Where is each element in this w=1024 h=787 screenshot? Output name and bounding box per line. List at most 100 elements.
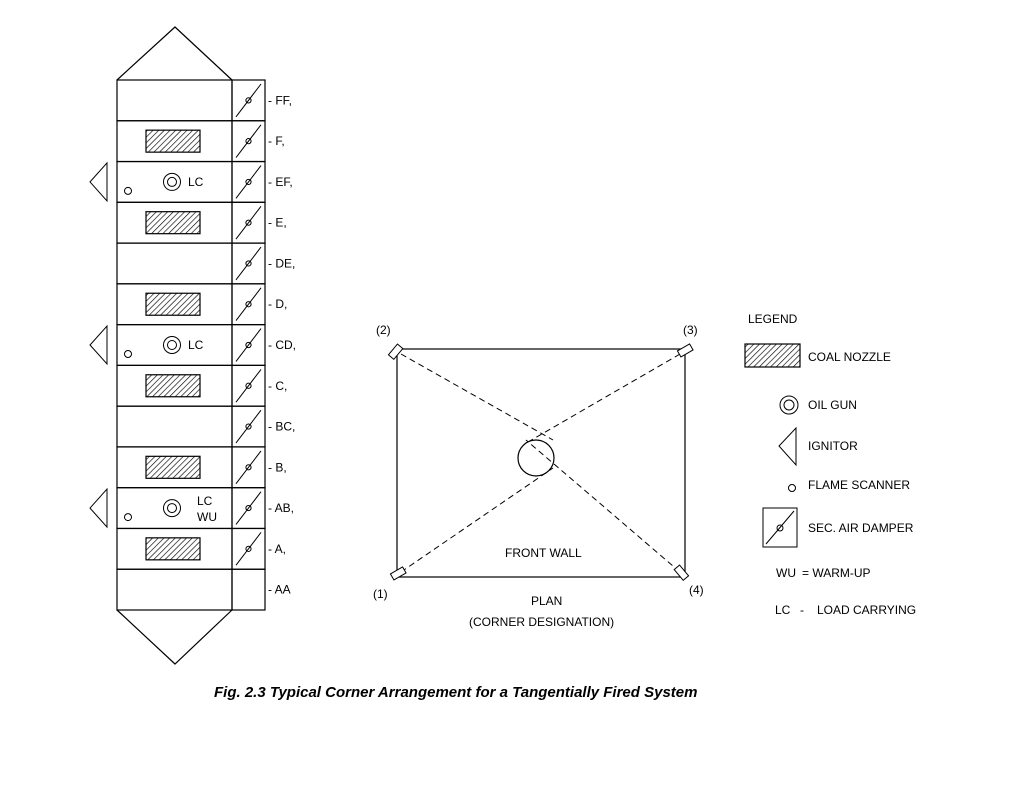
ignitor-legend-label: IGNITOR: [808, 439, 858, 453]
elevation-code-f: - F,: [268, 134, 285, 148]
ignitor-cd: [89, 324, 108, 366]
oil-gun-inner-ab: [167, 503, 177, 514]
burner-row-aa: [116, 568, 233, 611]
damper-pivot-c: [245, 382, 252, 389]
plan-sublabel: (CORNER DESIGNATION): [469, 615, 614, 629]
firing-line-4: [525, 439, 681, 573]
oil-label-ab-0: LC: [197, 494, 213, 508]
damper-blade-e: [235, 206, 262, 240]
oil-gun-outer-ab: [163, 499, 181, 518]
burner-row-de: [116, 242, 233, 285]
corner-label-2: (2): [376, 323, 391, 337]
oil-gun-inner-ef: [167, 176, 177, 187]
lc-dash: -: [800, 603, 804, 617]
oil-label-cd: LC: [188, 338, 204, 352]
damper-cell-aa: [231, 568, 266, 611]
damper-blade-ef: [235, 165, 262, 199]
damper-pivot-f: [245, 138, 252, 145]
elevation-code-c: - C,: [268, 379, 287, 393]
coal-nozzle-b: [145, 455, 201, 479]
flame-scanner-icon: [788, 484, 796, 492]
elevation-code-de: - DE,: [268, 256, 295, 270]
lc-text: LOAD CARRYING: [817, 603, 916, 617]
top-hopper: [116, 26, 233, 81]
lc-code: LC: [775, 603, 791, 617]
flame-scanner-legend-label: FLAME SCANNER: [808, 478, 910, 492]
coal-nozzle-legend-icon: [744, 343, 801, 368]
plan-label: PLAN: [531, 594, 562, 608]
damper-blade-ff: [235, 83, 262, 118]
figure-caption: Fig. 2.3 Typical Corner Arrangement for …: [214, 684, 697, 701]
corner-burner-2: [387, 343, 404, 360]
elevation-code-cd: - CD,: [268, 338, 296, 352]
oil-label-ef: LC: [188, 175, 204, 189]
damper-pivot-d: [245, 301, 252, 308]
damper-blade-c: [235, 369, 262, 403]
oil-gun-outer-ef: [163, 172, 181, 191]
firing-line-2: [400, 353, 554, 441]
elevation-code-ef: - EF,: [268, 175, 293, 189]
ignitor-ef: [89, 161, 108, 203]
ignitor-ab: [89, 487, 108, 529]
corner-burner-4: [673, 564, 690, 581]
corner-burner-3: [676, 343, 694, 358]
sec-air-damper-legend-label: SEC. AIR DAMPER: [808, 521, 914, 535]
damper-pivot-cd: [245, 341, 252, 349]
damper-pivot-ff: [245, 97, 252, 104]
corner-label-1: (1): [373, 587, 388, 601]
coal-nozzle-d: [145, 292, 201, 316]
firing-line-1: [400, 467, 554, 573]
damper-pivot-b: [245, 464, 252, 471]
oil-gun-outer-cd: [163, 336, 181, 354]
damper-blade-f: [235, 124, 262, 158]
damper-blade-b: [235, 450, 262, 484]
damper-blade-cd: [235, 328, 262, 362]
coal-nozzle-e: [145, 211, 201, 235]
damper-pivot-e: [245, 219, 252, 226]
flame-scanner-ef: [124, 186, 132, 195]
oil-gun-inner-cd: [167, 340, 177, 350]
wu-code: WU: [776, 566, 796, 580]
damper-pivot-bc: [245, 423, 252, 430]
elevation-rows: - FF, - F, - EF, LC - E, - DE, - D, - CD, LC - C,…: [89, 79, 296, 611]
burner-row-ef: [116, 160, 233, 203]
flame-scanner-ab: [124, 513, 132, 522]
legend-title: LEGEND: [748, 312, 798, 326]
bottom-hopper: [116, 609, 233, 665]
ignitor-icon: [778, 426, 797, 467]
damper-pivot-a: [245, 545, 252, 552]
elevation-code-a: - A,: [268, 542, 286, 556]
legend: LEGEND COAL NOZZLE OIL GUN IGNITOR FLAME…: [744, 312, 916, 617]
corner-burner-1: [389, 566, 407, 581]
damper-pivot-de: [245, 260, 252, 267]
burner-row-cd: [116, 324, 233, 366]
oil-gun-icon: [779, 395, 799, 415]
coal-nozzle-legend-label: COAL NOZZLE: [808, 350, 891, 364]
fireball-circle: [517, 439, 555, 477]
oil-gun-legend-label: OIL GUN: [808, 398, 857, 412]
elevation-code-d: - D,: [268, 297, 287, 311]
burner-row-ff: [116, 79, 233, 122]
damper-blade-bc: [235, 409, 262, 444]
elevation-code-bc: - BC,: [268, 420, 295, 434]
elevation-code-ff: - FF,: [268, 93, 292, 107]
plan-view: (2) (3) (1) (4) FRONT WALL PLAN (CORNER …: [373, 323, 704, 629]
sec-air-damper-icon: [762, 507, 798, 548]
corner-label-4: (4): [689, 583, 704, 597]
damper-blade-ab: [235, 491, 262, 525]
furnace-plan-outline: [396, 348, 686, 578]
coal-nozzle-f: [145, 129, 201, 153]
coal-nozzle-a: [145, 537, 201, 561]
damper-blade-de: [235, 246, 262, 281]
front-wall-label: FRONT WALL: [505, 546, 582, 560]
elevation-code-ab: - AB,: [268, 501, 294, 515]
damper-blade-d: [235, 287, 262, 321]
elevation-code-e: - E,: [268, 216, 287, 230]
oil-label-ab-1: WU: [197, 510, 217, 524]
damper-pivot-ab: [245, 504, 252, 512]
elevation-code-b: - B,: [268, 460, 287, 474]
burner-elevation: - FF, - F, - EF, LC - E, - DE, - D, - CD, LC - C,…: [89, 26, 296, 665]
damper-pivot-ef: [245, 178, 252, 186]
elevation-code-aa: - AA: [268, 583, 291, 597]
